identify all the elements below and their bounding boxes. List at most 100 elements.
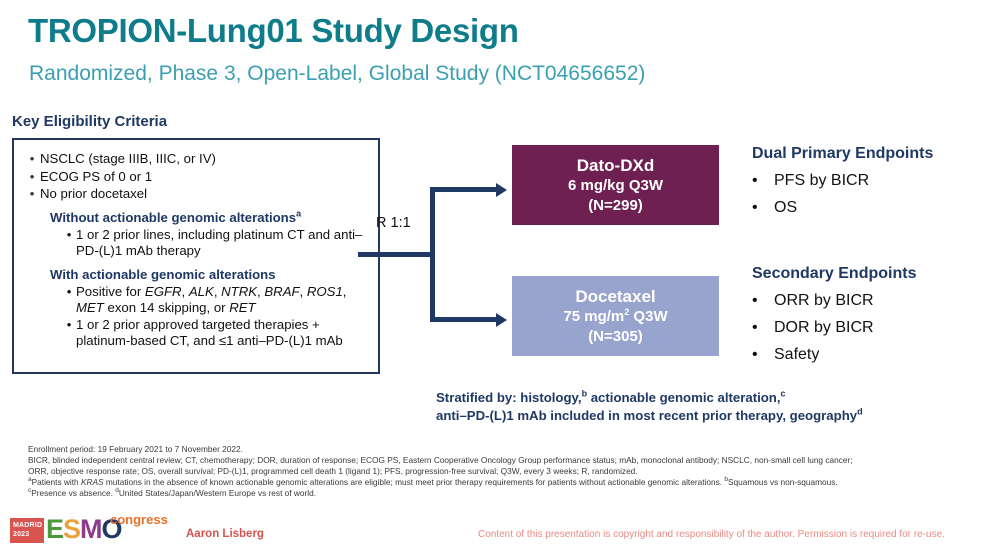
bullet-glyph: •	[29, 186, 35, 201]
criteria-sub-item: • 1 or 2 prior lines, including platinum…	[62, 227, 370, 260]
eligibility-content: • NSCLC (stage IIIB, IIIC, or IV) • ECOG…	[14, 140, 378, 350]
criteria-text: No prior docetaxel	[40, 186, 148, 201]
sub-item-text: Positive for EGFR, ALK, NTRK, BRAF, ROS1…	[76, 283, 347, 316]
randomization-arrow-bottom-line	[430, 317, 498, 322]
footnote-text: Patients with	[31, 477, 81, 488]
endpoint-item: • DOR by BICR	[752, 314, 874, 341]
arrow-head-icon	[496, 182, 507, 197]
stratification-line-1: Stratified by: histology,b actionable ge…	[436, 389, 863, 407]
arm-dose: 75 mg/m2 Q3W	[563, 307, 667, 327]
strat-text: anti–PD-(L)1 mAb included in most recent…	[436, 408, 858, 423]
primary-endpoints-list: • PFS by BICR • OS	[752, 167, 869, 221]
randomization-line-horizontal	[358, 252, 435, 257]
footnote-line: aPatients with KRAS mutations in the abs…	[28, 477, 978, 488]
criteria-group-heading-with: With actionable genomic alterations	[50, 266, 370, 283]
primary-endpoints-heading: Dual Primary Endpoints	[752, 145, 934, 162]
footnote-marker: a	[296, 208, 302, 219]
arrow-head-icon	[496, 312, 507, 327]
esmo-wordmark: ESMO	[46, 514, 123, 544]
criteria-sub-item: • 1 or 2 prior approved targeted therapi…	[62, 317, 370, 350]
randomization-line-vertical	[430, 187, 435, 322]
endpoint-item: • PFS by BICR	[752, 167, 869, 194]
logo-letter-o: O	[101, 514, 123, 544]
footnote-marker: d	[115, 487, 119, 495]
arm-name: Docetaxel	[575, 286, 656, 306]
group-heading-text: With actionable genomic alterations	[50, 266, 276, 282]
endpoint-text: Safety	[774, 346, 820, 363]
arm-sample-size: (N=299)	[588, 196, 643, 214]
madrid-2023-badge: MADRID 2023	[10, 518, 44, 543]
bullet-glyph: •	[29, 168, 35, 184]
footnote-marker: d	[857, 406, 863, 417]
footnote-marker: a	[28, 476, 32, 484]
footnote-text: United States/Japan/Western Europe vs re…	[118, 488, 317, 499]
secondary-endpoints-list: • ORR by BICR • DOR by BICR • Safety	[752, 287, 874, 368]
footnote-text: mutations in the absence of known action…	[103, 477, 725, 488]
footnote-marker: b	[581, 388, 588, 399]
eligibility-box: • NSCLC (stage IIIB, IIIC, or IV) • ECOG…	[12, 138, 380, 374]
group-heading-text: Without actionable genomic alterations	[50, 209, 297, 225]
criteria-item: • ECOG PS of 0 or 1	[24, 168, 370, 186]
endpoint-text: OS	[774, 199, 798, 216]
footnote-line: cPresence vs absence. dUnited States/Jap…	[28, 488, 978, 499]
bullet-glyph: •	[29, 151, 35, 166]
footnotes-block: Enrollment period: 19 February 2021 to 7…	[28, 444, 978, 499]
bullet-glyph: •	[66, 283, 72, 299]
copyright-notice: Content of this presentation is copyrigh…	[478, 529, 945, 540]
footnote-line: Enrollment period: 19 February 2021 to 7…	[28, 444, 243, 454]
stratification-note: Stratified by: histology,b actionable ge…	[436, 389, 863, 425]
criteria-text: ECOG PS of 0 or 1	[40, 168, 153, 184]
footnote-text: Squamous vs non-squamous.	[727, 477, 838, 488]
logo-city: MADRID	[13, 522, 43, 529]
strat-text: actionable genomic alteration,	[587, 390, 781, 405]
footnote-marker: b	[724, 476, 728, 484]
sub-item-text: 1 or 2 prior lines, including platinum C…	[76, 226, 363, 259]
footnote-line: ORR, objective response rate; OS, overal…	[28, 466, 638, 477]
criteria-sub-item: • Positive for EGFR, ALK, NTRK, BRAF, RO…	[62, 284, 370, 317]
strat-text: Stratified by: histology,	[436, 390, 582, 405]
criteria-item: • NSCLC (stage IIIB, IIIC, or IV)	[24, 150, 370, 168]
randomization-ratio-label: R 1:1	[376, 215, 411, 231]
treatment-arm-docetaxel: Docetaxel 75 mg/m2 Q3W (N=305)	[512, 276, 719, 356]
bullet-glyph: •	[752, 172, 758, 189]
logo-congress-text: congress	[110, 512, 168, 527]
page-subtitle: Randomized, Phase 3, Open-Label, Global …	[29, 62, 646, 85]
endpoint-text: ORR by BICR	[774, 292, 874, 309]
footnote-marker: c	[28, 487, 32, 495]
bullet-glyph: •	[752, 319, 758, 336]
footnote-line: BICR, blinded independent central review…	[28, 455, 853, 466]
secondary-endpoints-heading: Secondary Endpoints	[752, 265, 917, 282]
arm-dose-post: Q3W	[629, 307, 668, 325]
endpoint-item: • OS	[752, 194, 869, 221]
page-title: TROPION-Lung01 Study Design	[28, 12, 519, 49]
arm-name: Dato-DXd	[576, 155, 655, 175]
logo-year: 2023	[13, 531, 30, 538]
bullet-glyph: •	[752, 199, 758, 216]
criteria-group-heading-without: Without actionable genomic alterationsa	[50, 209, 370, 226]
criteria-text: NSCLC (stage IIIB, IIIC, or IV)	[40, 151, 216, 166]
stratification-line-2: anti–PD-(L)1 mAb included in most recent…	[436, 407, 863, 425]
logo-letter-e: E	[46, 514, 64, 544]
footnote-text: Presence vs absence.	[31, 488, 116, 499]
logo-letter-m: M	[80, 514, 102, 544]
bullet-glyph: •	[66, 226, 72, 242]
gene-name: KRAS	[80, 477, 104, 488]
treatment-arm-dato-dxd: Dato-DXd 6 mg/kg Q3W (N=299)	[512, 145, 719, 225]
endpoint-item: • Safety	[752, 341, 874, 368]
presenter-name: Aaron Lisberg	[186, 528, 264, 540]
arm-dose-pre: 75 mg/m	[563, 307, 625, 325]
bullet-glyph: •	[66, 316, 72, 332]
logo-letter-s: S	[63, 514, 81, 544]
arm-dose-exponent: 2	[624, 306, 630, 317]
endpoint-text: DOR by BICR	[774, 319, 874, 336]
endpoint-text: PFS by BICR	[774, 172, 870, 189]
eligibility-heading: Key Eligibility Criteria	[12, 113, 168, 130]
sub-item-text: 1 or 2 prior approved targeted therapies…	[76, 316, 343, 349]
arm-dose: 6 mg/kg Q3W	[567, 176, 664, 194]
footnote-marker: c	[780, 388, 786, 399]
arm-sample-size: (N=305)	[588, 327, 643, 345]
endpoint-item: • ORR by BICR	[752, 287, 874, 314]
bullet-glyph: •	[752, 346, 758, 363]
bullet-glyph: •	[752, 292, 758, 309]
